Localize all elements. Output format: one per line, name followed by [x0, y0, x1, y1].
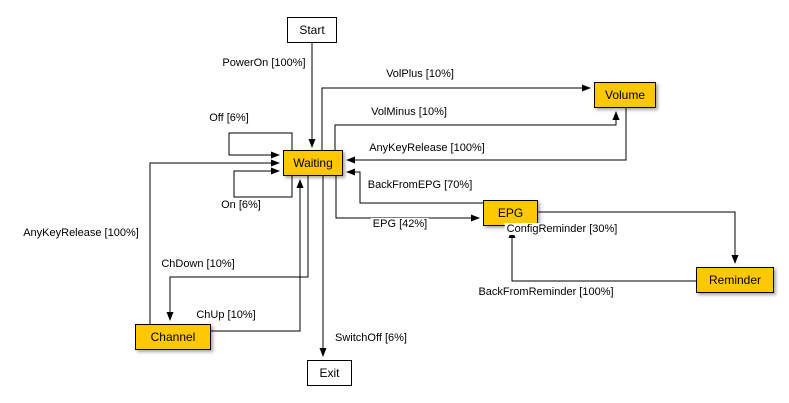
edge-line-on-selfloop [233, 167, 293, 198]
node-reminder[interactable]: Reminder [696, 267, 774, 293]
node-exit[interactable]: Exit [307, 360, 352, 386]
edge-label-backfromepg: BackFromEPG [70%] [365, 179, 475, 191]
edge-line-anykeyrelease-volume [346, 108, 627, 164]
edge-line-chdown [166, 176, 309, 321]
edge-label-chup: ChUp [10%] [194, 309, 258, 321]
edge-line-epg [335, 176, 480, 222]
edge-label-volminus: VolMinus [10%] [369, 106, 449, 118]
edge-line-volplus [321, 84, 591, 150]
edge-label-anykeyrelease-channel: AnyKeyRelease [100%] [21, 227, 141, 239]
edge-label-on: On [6%] [219, 199, 263, 211]
edge-label-poweron: PowerOn [100%] [220, 57, 308, 69]
edge-line-chup [211, 179, 304, 332]
edge-label-chdown: ChDown [10%] [159, 258, 237, 270]
edge-label-off: Off [6%] [207, 112, 251, 124]
edge-line-off-selfloop [228, 132, 293, 159]
edge-label-switchoff: SwitchOff [6%] [333, 332, 409, 344]
node-epg[interactable]: EPG [483, 200, 538, 226]
edge-label-configreminder: ConfigReminder [30%] [504, 223, 620, 235]
edge-label-volplus: VolPlus [10%] [384, 68, 456, 80]
node-waiting[interactable]: Waiting [283, 150, 343, 176]
node-channel[interactable]: Channel [135, 324, 211, 350]
node-volume[interactable]: Volume [594, 82, 656, 108]
edge-line-volminus [334, 111, 620, 150]
edge-label-backfromreminder: BackFromReminder [100%] [476, 286, 616, 298]
edge-line-configreminder [538, 211, 739, 264]
node-start[interactable]: Start [287, 17, 337, 43]
edge-label-epg: EPG [42%] [370, 218, 430, 230]
edge-line-backfromreminder [508, 229, 696, 282]
edge-line-backfromepg [346, 168, 483, 204]
edge-label-anykeyrelease-volume: AnyKeyRelease [100%] [367, 142, 487, 154]
edge-line-anykeyrelease-channel [149, 159, 280, 324]
